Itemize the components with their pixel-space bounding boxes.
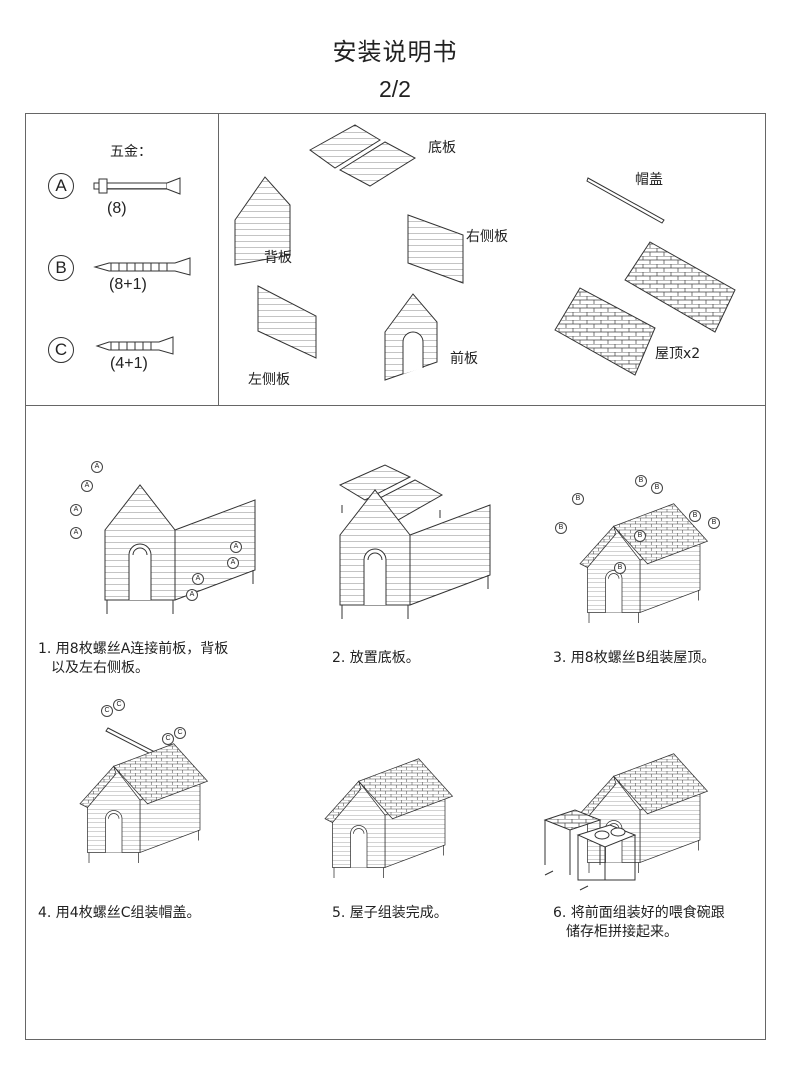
step-1-line-1: 1. 用8枚螺丝A连接前板，背板 [38,641,229,657]
callout-b: B [708,517,720,529]
part-label-back: 背板 [264,250,292,266]
back-panel-illustration [234,176,291,266]
section-divider [25,405,766,406]
callout-a: A [186,589,198,601]
step-4-caption: 4. 用4枚螺丝C组装帽盖。 [38,905,201,921]
bolt-a-icon [93,177,181,195]
callout-a: A [81,480,93,492]
step-2-illustration [338,464,491,620]
step-5-illustration [325,760,465,890]
callout-a: A [70,527,82,539]
screw-b-icon [93,257,191,276]
callout-a: A [91,461,103,473]
content-frame [25,113,766,1040]
step-1-line-2: 以及左右侧板。 [51,660,149,676]
right-panel-illustration [407,214,464,284]
hardware-heading: 五金： [110,144,152,160]
part-label-left: 左侧板 [248,372,290,388]
step-4-illustration [80,727,220,870]
step-6-line-1: 6. 将前面组装好的喂食碗跟 [553,905,725,921]
hardware-label-a: A [48,173,74,199]
page-title: 安装说明书 [332,38,458,66]
part-label-cap: 帽盖 [635,172,663,188]
callout-b: B [555,522,567,534]
part-label-front: 前板 [450,351,478,367]
part-label-right: 右侧板 [466,229,508,245]
callout-b: B [651,482,663,494]
callout-c: C [174,727,186,739]
bottom-board-illustration [309,124,416,187]
callout-a: A [230,541,242,553]
step-2-caption: 2. 放置底板。 [332,650,420,666]
hardware-label-b: B [48,255,74,281]
callout-c: C [101,705,113,717]
callout-a: A [192,573,204,585]
step-3-caption: 3. 用8枚螺丝B组装屋顶。 [553,650,716,666]
callout-c: C [113,699,125,711]
step-5-caption: 5. 屋子组装完成。 [332,905,448,921]
front-panel-illustration [384,293,438,381]
roof-panels-illustration [554,241,736,376]
hardware-qty-a: (8) [107,200,127,217]
page-number: 2/2 [379,76,411,102]
hardware-qty-c: (4+1) [110,355,148,372]
step-6-caption: 6. 将前面组装好的喂食碗跟 储存柜拼接起来。 [553,904,725,942]
callout-b: B [635,475,647,487]
callout-a: A [70,504,82,516]
hardware-qty-b: (8+1) [109,276,147,293]
part-label-bottom: 底板 [428,140,456,156]
step-1-illustration [104,484,256,615]
callout-b: B [572,493,584,505]
step-1-caption: 1. 用8枚螺丝A连接前板，背板 以及左右侧板。 [38,640,228,678]
callout-c: C [162,733,174,745]
callout-b: B [634,530,646,542]
part-label-roof: 屋顶x2 [655,346,701,362]
step-3-illustration [580,515,720,635]
callout-a: A [227,557,239,569]
hardware-label-c: C [48,337,74,363]
hardware-divider [218,113,219,405]
callout-b: B [689,510,701,522]
left-panel-illustration [257,285,317,359]
step-6-illustration [543,755,720,891]
step-6-line-2: 储存柜拼接起来。 [566,924,678,940]
screw-c-icon [95,336,174,355]
cap-illustration [586,177,665,224]
callout-b: B [614,562,626,574]
